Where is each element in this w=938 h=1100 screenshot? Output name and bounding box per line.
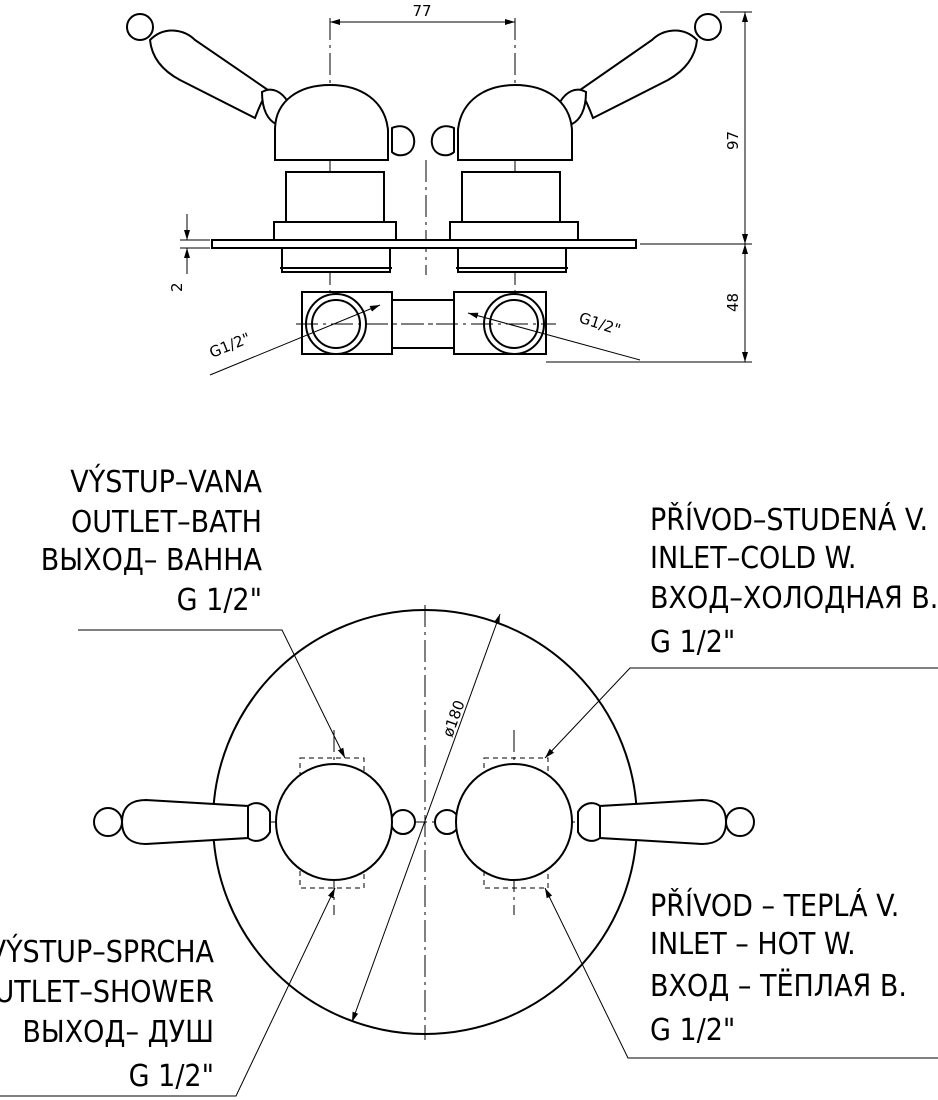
diameter-dimension: ø180 — [439, 698, 469, 740]
right-lever-handle — [557, 13, 722, 126]
left-thread-label: G1/2" — [207, 329, 253, 362]
front-right-valve-head — [455, 763, 573, 881]
inlet-hot-cz: PŘÍVOD – TEPLÁ V. — [650, 888, 899, 924]
outlet-bath-cz: VÝSTUP–VANA — [70, 464, 262, 500]
front-left-lever — [93, 798, 271, 846]
inlet-hot-thread: G 1/2" — [650, 1013, 735, 1048]
front-left-knob — [390, 809, 416, 835]
plate-thickness-dimension: 2 — [168, 282, 186, 292]
inlet-hot-ru: ВХОД – ТЁПЛАЯ В. — [650, 968, 907, 1004]
front-left-valve-head — [275, 763, 393, 881]
label-inlet-cold: PŘÍVOD–STUDENÁ V. INLET–COLD W. ВХОД–ХОЛ… — [650, 502, 938, 660]
right-side-knob — [430, 125, 455, 157]
right-body — [461, 171, 561, 223]
outlet-shower-en: OUTLET–SHOWER — [0, 975, 214, 1010]
right-dome — [457, 83, 573, 161]
leader-inlet-hot — [544, 887, 938, 1059]
inlet-cold-cz: PŘÍVOD–STUDENÁ V. — [650, 502, 928, 538]
left-flange — [273, 221, 397, 241]
spacing-dimension: 77 — [412, 2, 431, 20]
inlet-hot-en: INLET – HOT W. — [650, 927, 856, 962]
inlet-cold-ru: ВХОД–ХОЛОДНАЯ В. — [650, 581, 938, 616]
outlet-shower-cz: VÝSTUP–SPRCHA — [0, 934, 215, 970]
outlet-shower-ru: ВЫХОД– ДУШ — [22, 1015, 214, 1050]
leader-outlet-bath — [78, 629, 346, 759]
front-right-lever — [577, 798, 755, 846]
label-outlet-shower: VÝSTUP–SPRCHA OUTLET–SHOWER ВЫХОД– ДУШ G… — [0, 934, 215, 1094]
left-dome — [274, 83, 389, 161]
left-lever-handle — [126, 13, 291, 126]
label-outlet-bath: VÝSTUP–VANA OUTLET–BATH ВЫХОД– ВАННА G 1… — [41, 464, 263, 618]
front-view: ø180 — [0, 605, 938, 1097]
inlet-cold-en: INLET–COLD W. — [650, 541, 856, 576]
inlet-cold-thread: G 1/2" — [650, 625, 735, 660]
height-top-dimension: 97 — [724, 131, 742, 150]
height-bottom-dimension: 48 — [724, 293, 742, 312]
label-inlet-hot: PŘÍVOD – TEPLÁ V. INLET – HOT W. ВХОД – … — [650, 888, 907, 1048]
left-side-knob — [391, 125, 416, 157]
leader-outlet-shower — [0, 887, 336, 1097]
right-flange — [449, 221, 579, 241]
outlet-shower-thread: G 1/2" — [129, 1059, 214, 1094]
outlet-bath-ru: ВЫХОД– ВАННА — [41, 543, 263, 578]
right-thread-label: G1/2" — [577, 309, 623, 339]
cover-plate — [211, 239, 637, 249]
outlet-bath-thread: G 1/2" — [177, 583, 262, 618]
leader-inlet-cold — [544, 667, 938, 759]
outlet-bath-en: OUTLET–BATH — [71, 505, 262, 540]
side-view: G1/2" G1/2" 77 97 48 2 — [126, 2, 752, 376]
left-body — [285, 171, 385, 223]
